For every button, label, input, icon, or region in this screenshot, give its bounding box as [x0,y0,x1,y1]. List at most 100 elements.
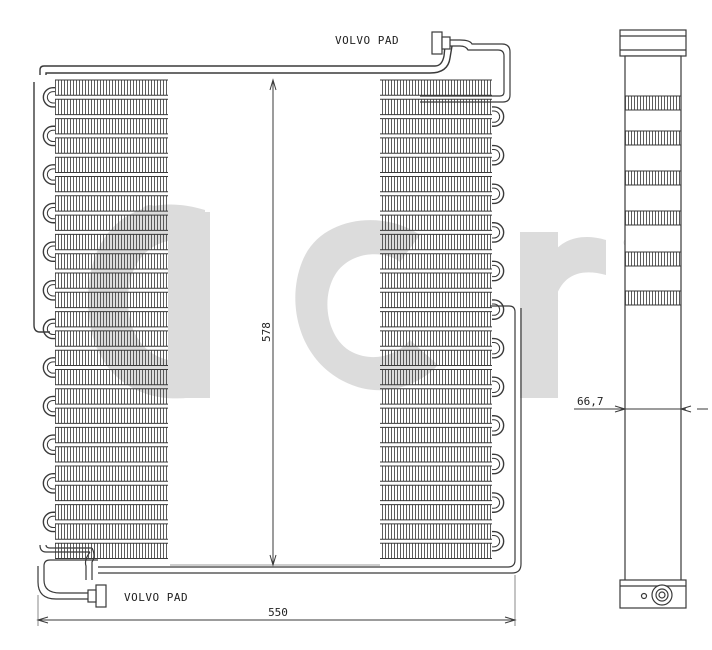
fin-left-row [55,504,168,521]
top-header-tube [39,45,453,75]
height-dimension-label: 578 [260,322,273,342]
fin-left-row [55,523,168,540]
side-band [624,130,682,146]
coil-left-bend [42,434,55,456]
fin-left-row [55,253,168,270]
coil-left-bend [42,241,55,263]
side-band [624,170,682,186]
fin-left-row [55,137,168,154]
height-dimension [170,78,380,567]
fin-left-row [55,291,168,309]
fin-left-row [55,156,168,173]
coil-right-bend [492,106,505,127]
tube-coil-left [42,86,55,533]
side-band [624,251,682,267]
coil-left-bend [42,164,55,185]
fin-right-row [380,504,492,521]
fin-right-row [380,388,492,405]
coil-right-bend [492,260,505,282]
coil-right-bend [492,376,505,398]
coil-left-bend [42,86,55,108]
fin-left-row [55,426,168,444]
fin-left-row [55,98,168,116]
fin-right-row [380,311,492,328]
fin-right-row [380,118,492,135]
fin-left-row [55,118,168,135]
fin-left-row [55,349,168,366]
tube-coil-right [492,106,505,552]
coil-right-bend [492,492,505,513]
coil-left-bend [42,357,55,378]
coil-left-bend [42,279,55,301]
left-side-tube [33,82,50,333]
bottom-port-fitting [37,305,522,608]
coil-right-bend [492,415,505,436]
side-view-port [640,584,673,606]
coil-left-bend [42,472,55,494]
fin-right-row [380,253,492,270]
fin-left-row [55,542,168,559]
fin-right-row [380,465,492,482]
depth-dimension-label: 66,7 [577,395,604,408]
coil-left-bend [42,511,55,533]
fin-right-row [380,426,492,444]
fin-right-row [380,233,492,251]
top-port-fitting [420,31,511,103]
fin-left-row [55,214,168,231]
width-dimension-label: 550 [268,606,288,619]
fin-left-row [55,195,168,212]
coil-right-bend [492,144,505,166]
coil-left-bend [42,125,55,147]
side-band [624,95,682,111]
fin-right-row [380,542,492,559]
top-port-label: VOLVO PAD [335,34,399,47]
fin-right-row [380,484,492,502]
fin-right-row [380,330,492,347]
coil-left-bend [42,202,55,224]
fin-right-row [380,98,492,116]
fin-right-row [380,446,492,463]
fin-left-row [55,233,168,251]
coil-right-bend [492,299,505,320]
coil-right-bend [492,453,505,475]
fin-right-row [380,176,492,193]
coil-left-bend [42,318,55,340]
side-view-tube-bands [624,95,682,306]
fin-left-row [55,369,168,386]
fin-left-row [55,484,168,502]
side-band [624,210,682,226]
fin-right-row [380,523,492,540]
fin-left-row [55,465,168,482]
watermark-letter-c [295,220,438,391]
fin-block-left [55,79,168,559]
fin-left-row [55,388,168,405]
fin-left-row [55,272,168,289]
coil-right-bend [492,530,505,552]
coil-left-bend [42,395,55,417]
fin-right-row [380,214,492,231]
fin-left-row [55,311,168,328]
acr-watermark: ® [88,204,634,399]
coil-right-bend [492,222,505,243]
fin-right-row [380,137,492,154]
fin-right-row [380,272,492,289]
fin-left-row [55,330,168,347]
fin-left-row [55,407,168,424]
fin-left-row [55,176,168,193]
fin-right-row [380,349,492,366]
depth-dimension [574,405,708,413]
fin-right-row [380,79,492,96]
fin-right-row [380,291,492,309]
fin-left-row [55,446,168,463]
coil-right-bend [492,337,505,359]
side-view [619,29,687,609]
fin-right-row [380,195,492,212]
fin-right-row [380,369,492,386]
fin-block-right [380,79,492,559]
fin-left-row [55,79,168,96]
bottom-port-label: VOLVO PAD [124,591,188,604]
coil-right-bend [492,183,505,205]
fin-right-row [380,407,492,424]
width-dimension [36,575,517,626]
